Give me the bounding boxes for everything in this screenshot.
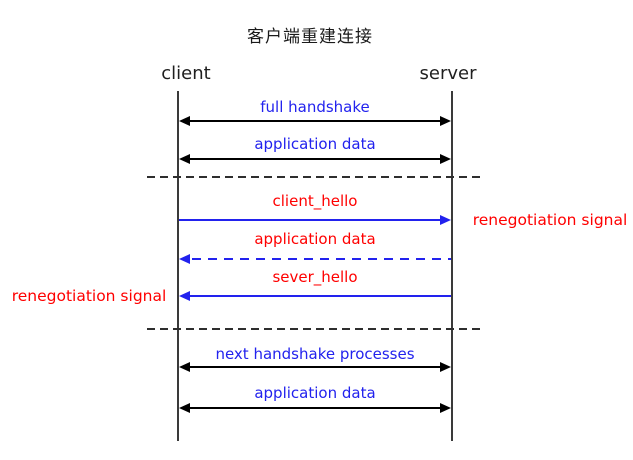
- arrow-sever-hello: [179, 291, 451, 301]
- message-label-next-handshake: next handshake processes: [215, 345, 415, 363]
- arrow-shaft: [188, 407, 442, 409]
- actor-server-label: server: [419, 63, 477, 84]
- phase-separator-line: [147, 176, 483, 178]
- server-lifeline: [451, 91, 453, 441]
- arrow-shaft: [192, 258, 451, 260]
- arrowhead-right-icon: [440, 362, 451, 372]
- arrow-shaft: [188, 158, 442, 160]
- arrow-shaft: [188, 366, 442, 368]
- arrow-client-hello: [179, 215, 451, 225]
- message-label-application-data-1: application data: [254, 135, 376, 153]
- message-label-application-data-2: application data: [254, 230, 376, 248]
- arrow-application-data-1: [179, 154, 451, 164]
- client-lifeline: [177, 91, 179, 441]
- arrowhead-left-icon: [179, 254, 190, 264]
- arrowhead-left-icon: [179, 362, 190, 372]
- arrowhead-right-icon: [440, 215, 451, 225]
- arrow-application-data-2: [179, 254, 451, 264]
- message-label-sever-hello: sever_hello: [272, 268, 358, 286]
- arrowhead-right-icon: [440, 403, 451, 413]
- message-label-application-data-3: application data: [254, 384, 376, 402]
- arrowhead-left-icon: [179, 116, 190, 126]
- arrowhead-left-icon: [179, 154, 190, 164]
- arrow-full-handshake: [179, 116, 451, 126]
- arrowhead-right-icon: [440, 154, 451, 164]
- phase-separator-line: [147, 328, 483, 330]
- diagram-title: 客户端重建连接: [247, 27, 373, 47]
- note-renegotiation-signal-right: renegotiation signal: [472, 211, 628, 229]
- arrow-application-data-3: [179, 403, 451, 413]
- arrow-shaft: [190, 295, 451, 297]
- message-label-full-handshake: full handshake: [260, 98, 370, 116]
- message-label-client-hello: client_hello: [272, 192, 358, 210]
- arrowhead-left-icon: [179, 403, 190, 413]
- arrow-next-handshake: [179, 362, 451, 372]
- arrow-shaft: [188, 120, 442, 122]
- arrowhead-right-icon: [440, 116, 451, 126]
- actor-client-label: client: [161, 63, 211, 84]
- note-renegotiation-signal-left: renegotiation signal: [11, 287, 167, 305]
- arrowhead-left-icon: [179, 291, 190, 301]
- arrow-shaft: [179, 219, 442, 221]
